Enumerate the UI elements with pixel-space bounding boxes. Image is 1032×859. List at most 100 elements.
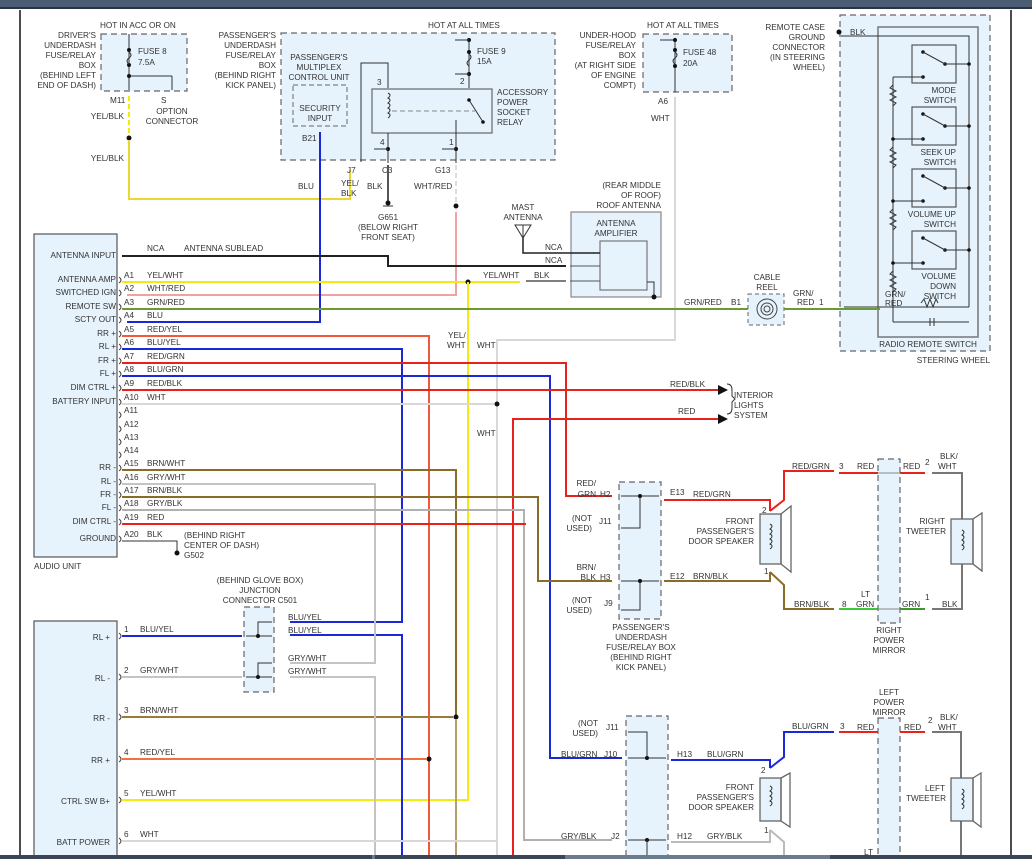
svg-text:PASSENGER'S: PASSENGER'S xyxy=(697,527,755,536)
bottom-bar-divider xyxy=(372,855,375,859)
svg-text:UNDERDASH: UNDERDASH xyxy=(615,633,667,642)
wire-label: BLU/YEL xyxy=(147,338,181,347)
bottom-bar-thumb[interactable] xyxy=(565,855,830,859)
svg-text:ANTENNA: ANTENNA xyxy=(596,219,636,228)
window-bottom-bar xyxy=(0,855,1032,859)
resistor-icon xyxy=(888,84,898,107)
interior-lights-ref: RED/BLK RED INTERIOR LIGHTS SYSTEM xyxy=(670,380,773,424)
svg-text:ACCESSORY: ACCESSORY xyxy=(497,88,549,97)
pin-number: A5 xyxy=(124,325,134,334)
svg-text:(NOT: (NOT xyxy=(572,596,592,605)
svg-text:7.5A: 7.5A xyxy=(138,58,155,67)
svg-text:BLK/: BLK/ xyxy=(940,713,958,722)
svg-text:GRN/: GRN/ xyxy=(793,289,814,298)
svg-text:USED): USED) xyxy=(573,729,599,738)
connector-icon xyxy=(118,796,122,804)
svg-text:2: 2 xyxy=(925,458,930,467)
svg-text:J11: J11 xyxy=(599,517,612,526)
switch-label: VOLUME xyxy=(921,272,956,281)
connector-icon xyxy=(118,438,122,446)
pin-number: A12 xyxy=(124,420,139,429)
svg-text:ROOF ANTENNA: ROOF ANTENNA xyxy=(596,201,661,210)
svg-text:BOX: BOX xyxy=(259,61,277,70)
wire-label: GRY/WHT xyxy=(140,666,179,675)
svg-text:YEL/WHT: YEL/WHT xyxy=(483,271,519,280)
svg-text:BRN/BLK: BRN/BLK xyxy=(693,572,729,581)
connector-icon xyxy=(118,535,122,543)
connector-icon xyxy=(118,673,122,681)
passenger-box-lower: J11 (NOT USED) BLU/GRN J10 H13 BLU/GRN G… xyxy=(561,715,743,859)
svg-text:BLK: BLK xyxy=(341,189,357,198)
svg-text:RED: RED xyxy=(678,407,695,416)
svg-text:B1: B1 xyxy=(731,298,741,307)
pin-number: A2 xyxy=(124,284,134,293)
svg-text:GRN: GRN xyxy=(902,600,920,609)
svg-text:RED: RED xyxy=(857,462,874,471)
pin-label: RR + xyxy=(97,329,116,338)
wire-label: BRN/WHT xyxy=(147,459,185,468)
svg-text:LT: LT xyxy=(861,590,870,599)
svg-text:(NOT: (NOT xyxy=(572,514,592,523)
connector-icon xyxy=(118,504,122,512)
svg-text:(BEHIND RIGHT: (BEHIND RIGHT xyxy=(215,71,276,80)
pin-number: A19 xyxy=(124,513,139,522)
wire-wht-red xyxy=(127,212,457,296)
fuse-icon xyxy=(126,51,132,65)
wire-label: BRN/WHT xyxy=(140,706,178,715)
svg-text:LT: LT xyxy=(864,848,873,857)
pin-number: A11 xyxy=(124,406,138,415)
pin-label: SCTY OUT xyxy=(75,315,116,324)
svg-text:PASSENGER'S: PASSENGER'S xyxy=(219,31,277,40)
svg-text:G13: G13 xyxy=(435,166,451,175)
wire-label: BLK xyxy=(147,530,163,539)
svg-text:4: 4 xyxy=(380,138,385,147)
connector-icon xyxy=(118,464,122,472)
svg-text:LEFT: LEFT xyxy=(879,688,899,697)
svg-text:POWER: POWER xyxy=(497,98,528,107)
svg-text:H12: H12 xyxy=(677,832,692,841)
svg-text:FUSE/RELAY BOX: FUSE/RELAY BOX xyxy=(606,643,676,652)
audio-unit: ANTENNA INPUT NCA ANTENNA SUBLEAD AUDIO … xyxy=(33,233,263,571)
svg-text:3: 3 xyxy=(840,722,845,731)
svg-text:(REAR MIDDLE: (REAR MIDDLE xyxy=(602,181,661,190)
svg-text:RED/GRN: RED/GRN xyxy=(792,462,830,471)
svg-text:TWEETER: TWEETER xyxy=(906,794,946,803)
svg-text:FRONT SEAT): FRONT SEAT) xyxy=(361,233,415,242)
svg-text:MIRROR: MIRROR xyxy=(872,708,905,717)
wire-label: GRY/BLK xyxy=(147,499,183,508)
svg-text:(BEHIND RIGHT: (BEHIND RIGHT xyxy=(610,653,671,662)
junction-c501: (BEHIND GLOVE BOX) JUNCTION CONNECTOR C5… xyxy=(217,576,327,693)
svg-text:INPUT: INPUT xyxy=(308,114,333,123)
svg-text:WHT: WHT xyxy=(477,429,496,438)
left-front-speaker: FRONT PASSENGER'S DOOR SPEAKER 2 1 BLU/G… xyxy=(688,688,982,859)
svg-text:LIGHTS: LIGHTS xyxy=(734,401,764,410)
svg-text:BLK: BLK xyxy=(534,271,550,280)
pin-number: A4 xyxy=(124,311,134,320)
svg-text:CONNECTOR C501: CONNECTOR C501 xyxy=(223,596,298,605)
pin-number: A16 xyxy=(124,473,139,482)
svg-text:WHT/RED: WHT/RED xyxy=(414,182,452,191)
arrow-icon xyxy=(718,385,728,395)
pin-label: CTRL SW B+ xyxy=(61,797,110,806)
audio-unit-label: AUDIO UNIT xyxy=(34,562,81,571)
svg-text:RED: RED xyxy=(857,723,874,732)
svg-text:END OF DASH): END OF DASH) xyxy=(37,81,96,90)
svg-text:DOOR SPEAKER: DOOR SPEAKER xyxy=(688,537,754,546)
svg-text:WHT: WHT xyxy=(447,341,466,350)
wire-antenna-sublead xyxy=(122,255,566,267)
pin-number: A18 xyxy=(124,499,139,508)
svg-text:GRY/BLK: GRY/BLK xyxy=(707,832,743,841)
svg-text:MAST: MAST xyxy=(512,203,535,212)
svg-text:(BEHIND RIGHT: (BEHIND RIGHT xyxy=(184,531,245,540)
wire-label: GRY/WHT xyxy=(147,473,186,482)
svg-text:POWER: POWER xyxy=(874,698,905,707)
connector-icon xyxy=(118,384,122,392)
svg-text:SECURITY: SECURITY xyxy=(299,104,341,113)
pin-label: RR - xyxy=(99,463,116,472)
svg-text:WHEEL): WHEEL) xyxy=(793,63,825,72)
pin-label: RL - xyxy=(101,477,116,486)
pin-label: BATTERY INPUT xyxy=(52,397,116,406)
svg-text:RIGHT: RIGHT xyxy=(920,517,945,526)
